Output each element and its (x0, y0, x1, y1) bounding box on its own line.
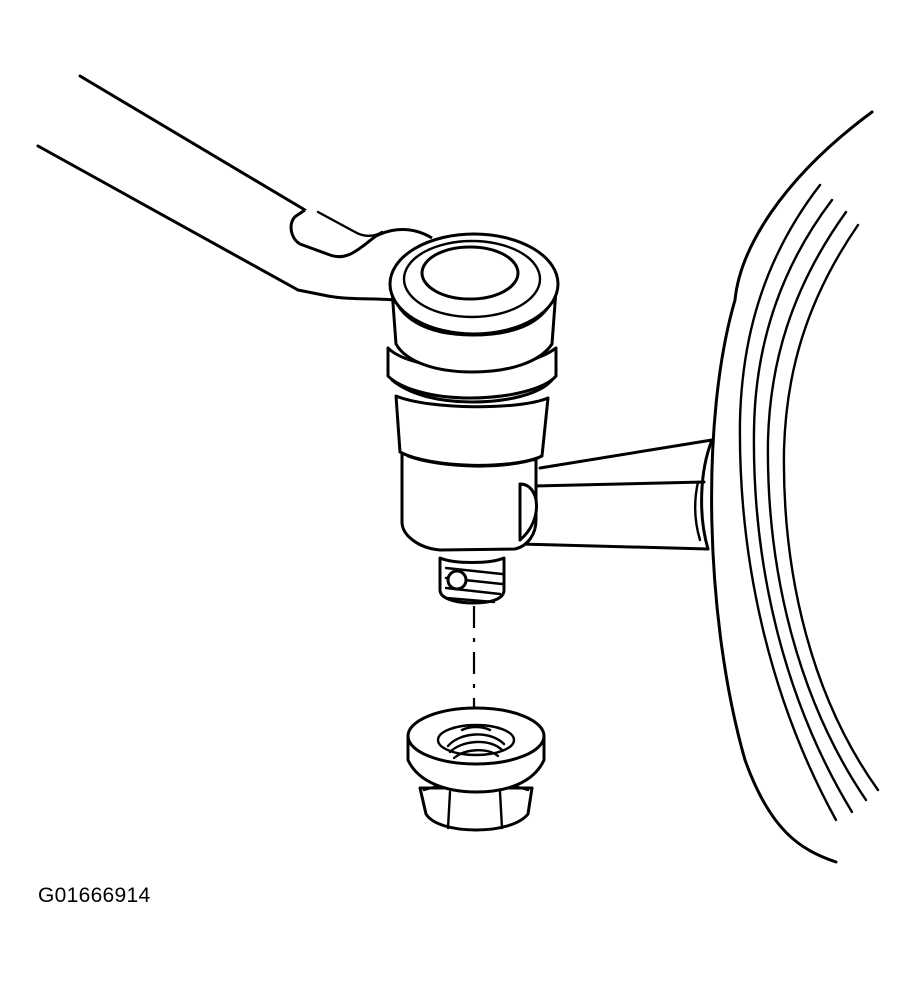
threaded-stud (438, 556, 506, 605)
steering-knuckle-arm (518, 438, 714, 551)
tie-rod (36, 74, 433, 302)
hex-nut (406, 706, 546, 832)
tie-rod-end (386, 232, 560, 552)
figure-code: G01666914 (38, 884, 151, 907)
tire (710, 110, 880, 864)
